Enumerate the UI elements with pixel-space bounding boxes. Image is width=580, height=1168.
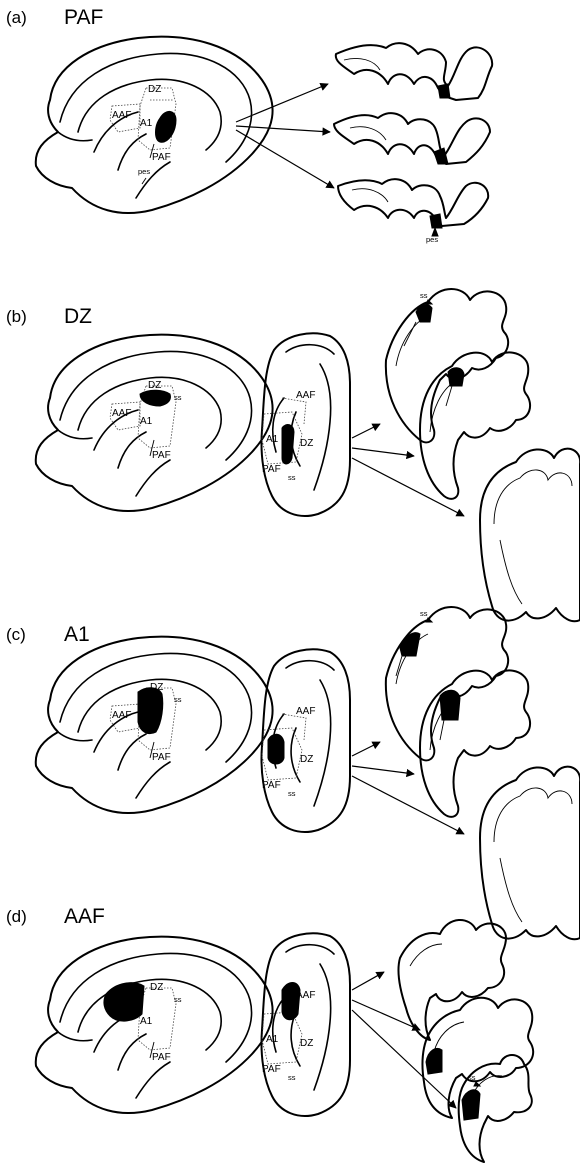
coronal-section [398, 920, 506, 1040]
panel-d: (d) AAF DZ ss A1 PAF AAF [6, 905, 533, 1162]
arrow [352, 1000, 420, 1030]
label-ventral-paf: PAF [262, 464, 281, 475]
label-dz: DZ [150, 982, 163, 993]
label-ventral-ss: ss [288, 1073, 296, 1082]
arrow [352, 448, 414, 456]
arrow [352, 766, 414, 774]
ventral-brain-view: AAF A1 DZ PAF ss [261, 333, 350, 516]
label-pes: pes [138, 167, 150, 176]
coronal-section: ss [459, 1055, 532, 1162]
label-ventral-dz: DZ [300, 1038, 313, 1049]
lateral-brain-view: DZ ss AAF PAF [36, 637, 273, 813]
lateral-brain-view: DZ ss AAF A1 PAF [36, 335, 273, 511]
label-ventral-aaf: AAF [296, 706, 315, 717]
arrow [352, 424, 380, 438]
label-ventral-paf: PAF [262, 1064, 281, 1075]
label-dz: DZ [148, 84, 161, 95]
arrow [236, 126, 330, 132]
section-label-pes: pes [426, 235, 438, 244]
label-a1: A1 [140, 416, 153, 427]
label-paf: PAF [152, 752, 171, 763]
panel-b: (b) DZ DZ ss AAF A1 PAF [6, 289, 580, 621]
label-a1: A1 [140, 118, 153, 129]
coronal-section: ss [386, 607, 508, 760]
label-ss: ss [174, 393, 182, 402]
label-ventral-aaf: AAF [296, 990, 315, 1001]
label-ventral-dz: DZ [300, 754, 313, 765]
panel-d-letter: (d) [6, 907, 27, 926]
panel-b-title: DZ [64, 305, 92, 328]
panel-a-letter: (a) [6, 8, 27, 27]
panel-a: (a) PAF DZ AAF A1 PAF pes [6, 6, 492, 244]
ventral-brain-view: AAF DZ PAF ss [261, 649, 350, 832]
coronal-section [480, 449, 580, 622]
panel-c-letter: (c) [6, 625, 26, 644]
arrow [236, 130, 334, 188]
label-ventral-ss: ss [288, 473, 296, 482]
coronal-section [420, 352, 530, 498]
section-label-ss: ss [420, 609, 428, 618]
label-dz: DZ [150, 682, 163, 693]
coronal-section [334, 113, 490, 164]
arrow [352, 972, 384, 990]
panel-c: (c) A1 DZ ss AAF PAF [6, 607, 580, 939]
ventral-brain-view: AAF A1 DZ PAF ss [261, 933, 350, 1116]
panel-c-title: A1 [64, 623, 90, 646]
coronal-section [420, 670, 530, 816]
label-ventral-ss: ss [288, 789, 296, 798]
label-paf: PAF [152, 1052, 171, 1063]
arrow [352, 742, 380, 756]
coronal-section: pes [338, 179, 488, 244]
coronal-section [480, 767, 580, 940]
label-paf: PAF [152, 152, 171, 163]
panel-d-title: AAF [64, 905, 105, 928]
label-ventral-a1: A1 [266, 434, 279, 445]
section-label-ss: ss [468, 1073, 476, 1082]
label-ss: ss [174, 695, 182, 704]
label-paf: PAF [152, 450, 171, 461]
label-ventral-a1: A1 [266, 1034, 279, 1045]
label-a1: A1 [140, 1016, 153, 1027]
label-aaf: AAF [112, 408, 131, 419]
label-ss: ss [174, 995, 182, 1004]
lateral-brain-view: DZ AAF A1 PAF pes [36, 37, 273, 213]
label-aaf: AAF [112, 710, 131, 721]
panel-a-title: PAF [64, 6, 103, 29]
label-ventral-paf: PAF [262, 780, 281, 791]
label-dz: DZ [148, 380, 161, 391]
lateral-brain-view: DZ ss A1 PAF [36, 937, 273, 1113]
arrow [352, 458, 464, 516]
section-label-ss: ss [420, 291, 428, 300]
coronal-section: ss [386, 289, 508, 442]
coronal-section [336, 43, 492, 100]
arrow [236, 84, 328, 122]
panel-b-letter: (b) [6, 307, 27, 326]
label-ventral-dz: DZ [300, 438, 313, 449]
label-aaf: AAF [112, 110, 131, 121]
arrow [352, 776, 464, 834]
label-ventral-aaf: AAF [296, 390, 315, 401]
